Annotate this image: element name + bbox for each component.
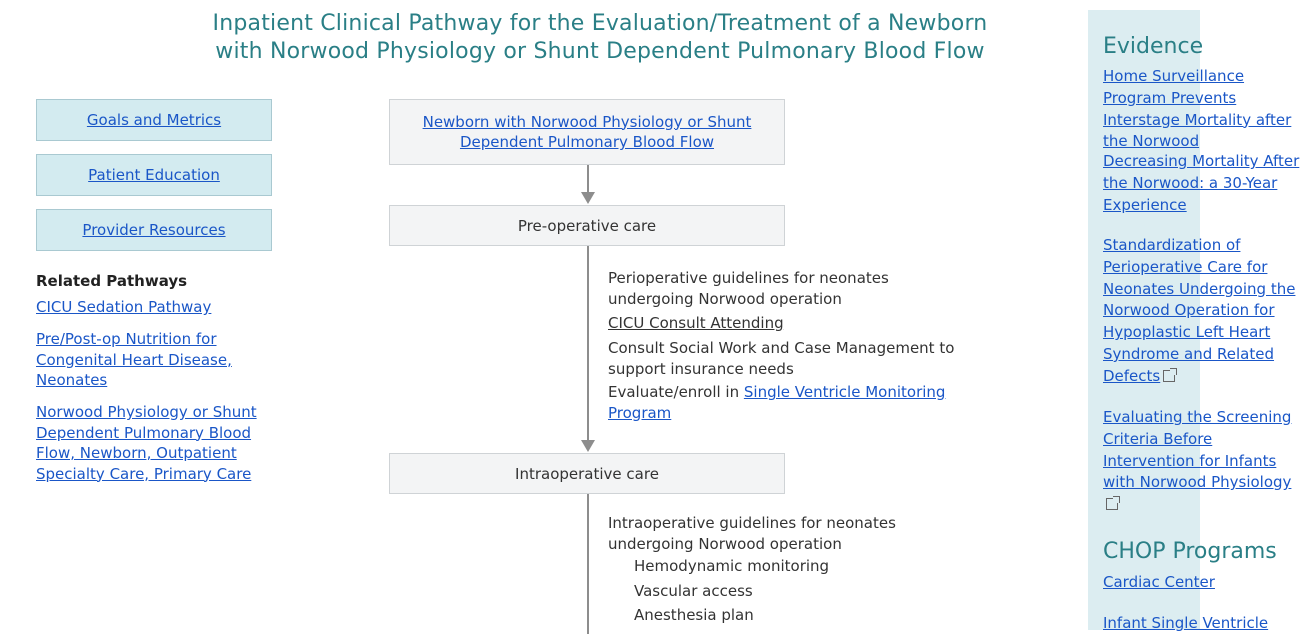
patient-education-box: Patient Education: [36, 154, 272, 196]
connector-line: [587, 246, 589, 441]
goals-metrics-link[interactable]: Goals and Metrics: [86, 111, 222, 129]
intraop-box[interactable]: Intraoperative care: [389, 453, 785, 494]
social-work-text: Consult Social Work and Case Management …: [608, 339, 955, 378]
connector-line: [587, 494, 589, 634]
arrow-down-icon: [581, 440, 595, 452]
related-pathways-heading: Related Pathways: [36, 272, 188, 290]
single-ventricle-link[interactable]: Single Ventricle Monitoring Program: [608, 383, 946, 422]
related-link-nutrition[interactable]: Pre/Post-op Nutrition for Congenital Hea…: [36, 330, 232, 389]
evidence-panel: Evidence Home Surveillance Program Preve…: [1088, 10, 1299, 632]
flow-start-link[interactable]: Newborn with Norwood Physiology or Shunt…: [422, 112, 752, 152]
preop-guidelines-text: Perioperative guidelines for neonates un…: [608, 269, 889, 308]
provider-resources-box: Provider Resources: [36, 209, 272, 251]
arrow-down-icon: [581, 192, 595, 204]
evidence-link-screening[interactable]: Evaluating the Screening Criteria Before…: [1103, 408, 1292, 492]
enroll-text: Evaluate/enroll in Single Ventricle Moni…: [608, 382, 978, 423]
enroll-prefix: Evaluate/enroll in: [608, 383, 744, 401]
cicu-consult-link[interactable]: CICU Consult Attending: [608, 314, 784, 332]
page-title-line-1: Inpatient Clinical Pathway for the Evalu…: [212, 11, 988, 36]
goals-metrics-box: Goals and Metrics: [36, 99, 272, 141]
evidence-link-standardization[interactable]: Standardization of Perioperative Care fo…: [1103, 236, 1296, 385]
related-link-sedation[interactable]: CICU Sedation Pathway: [36, 298, 212, 316]
evidence-link-decreasing-mortality[interactable]: Decreasing Mortality After the Norwood: …: [1103, 152, 1300, 214]
external-link-icon: [1106, 496, 1120, 511]
provider-resources-link[interactable]: Provider Resources: [82, 221, 226, 239]
intraop-guidelines-text: Intraoperative guidelines for neonates u…: [608, 514, 896, 553]
preop-label: Pre-operative care: [517, 216, 657, 235]
chop-link-single-ventricle[interactable]: Infant Single Ventricle: [1103, 614, 1269, 632]
related-link-outpatient[interactable]: Norwood Physiology or Shunt Dependent Pu…: [36, 403, 257, 483]
patient-education-link[interactable]: Patient Education: [88, 166, 220, 184]
evidence-heading: Evidence: [1103, 34, 1204, 59]
connector-line: [587, 165, 589, 193]
page-title-line-2: with Norwood Physiology or Shunt Depende…: [215, 39, 985, 64]
chop-programs-heading: CHOP Programs: [1103, 539, 1277, 564]
flow-start-box: Newborn with Norwood Physiology or Shunt…: [389, 99, 785, 165]
preop-box[interactable]: Pre-operative care: [389, 205, 785, 246]
evidence-item-standardization: Standardization of Perioperative Care fo…: [1103, 235, 1303, 388]
intraop-item-vascular: Vascular access: [634, 582, 753, 600]
evidence-item-screening: Evaluating the Screening Criteria Before…: [1103, 407, 1303, 516]
intraop-label: Intraoperative care: [515, 464, 659, 483]
page-title: Inpatient Clinical Pathway for the Evalu…: [100, 10, 1100, 66]
external-link-icon: [1163, 367, 1178, 382]
intraop-item-anesthesia: Anesthesia plan: [634, 606, 754, 624]
chop-link-cardiac-center[interactable]: Cardiac Center: [1103, 573, 1215, 591]
intraop-item-hemodynamic: Hemodynamic monitoring: [634, 557, 830, 575]
evidence-link-home-surveillance[interactable]: Home Surveillance Program Prevents Inter…: [1103, 67, 1292, 151]
